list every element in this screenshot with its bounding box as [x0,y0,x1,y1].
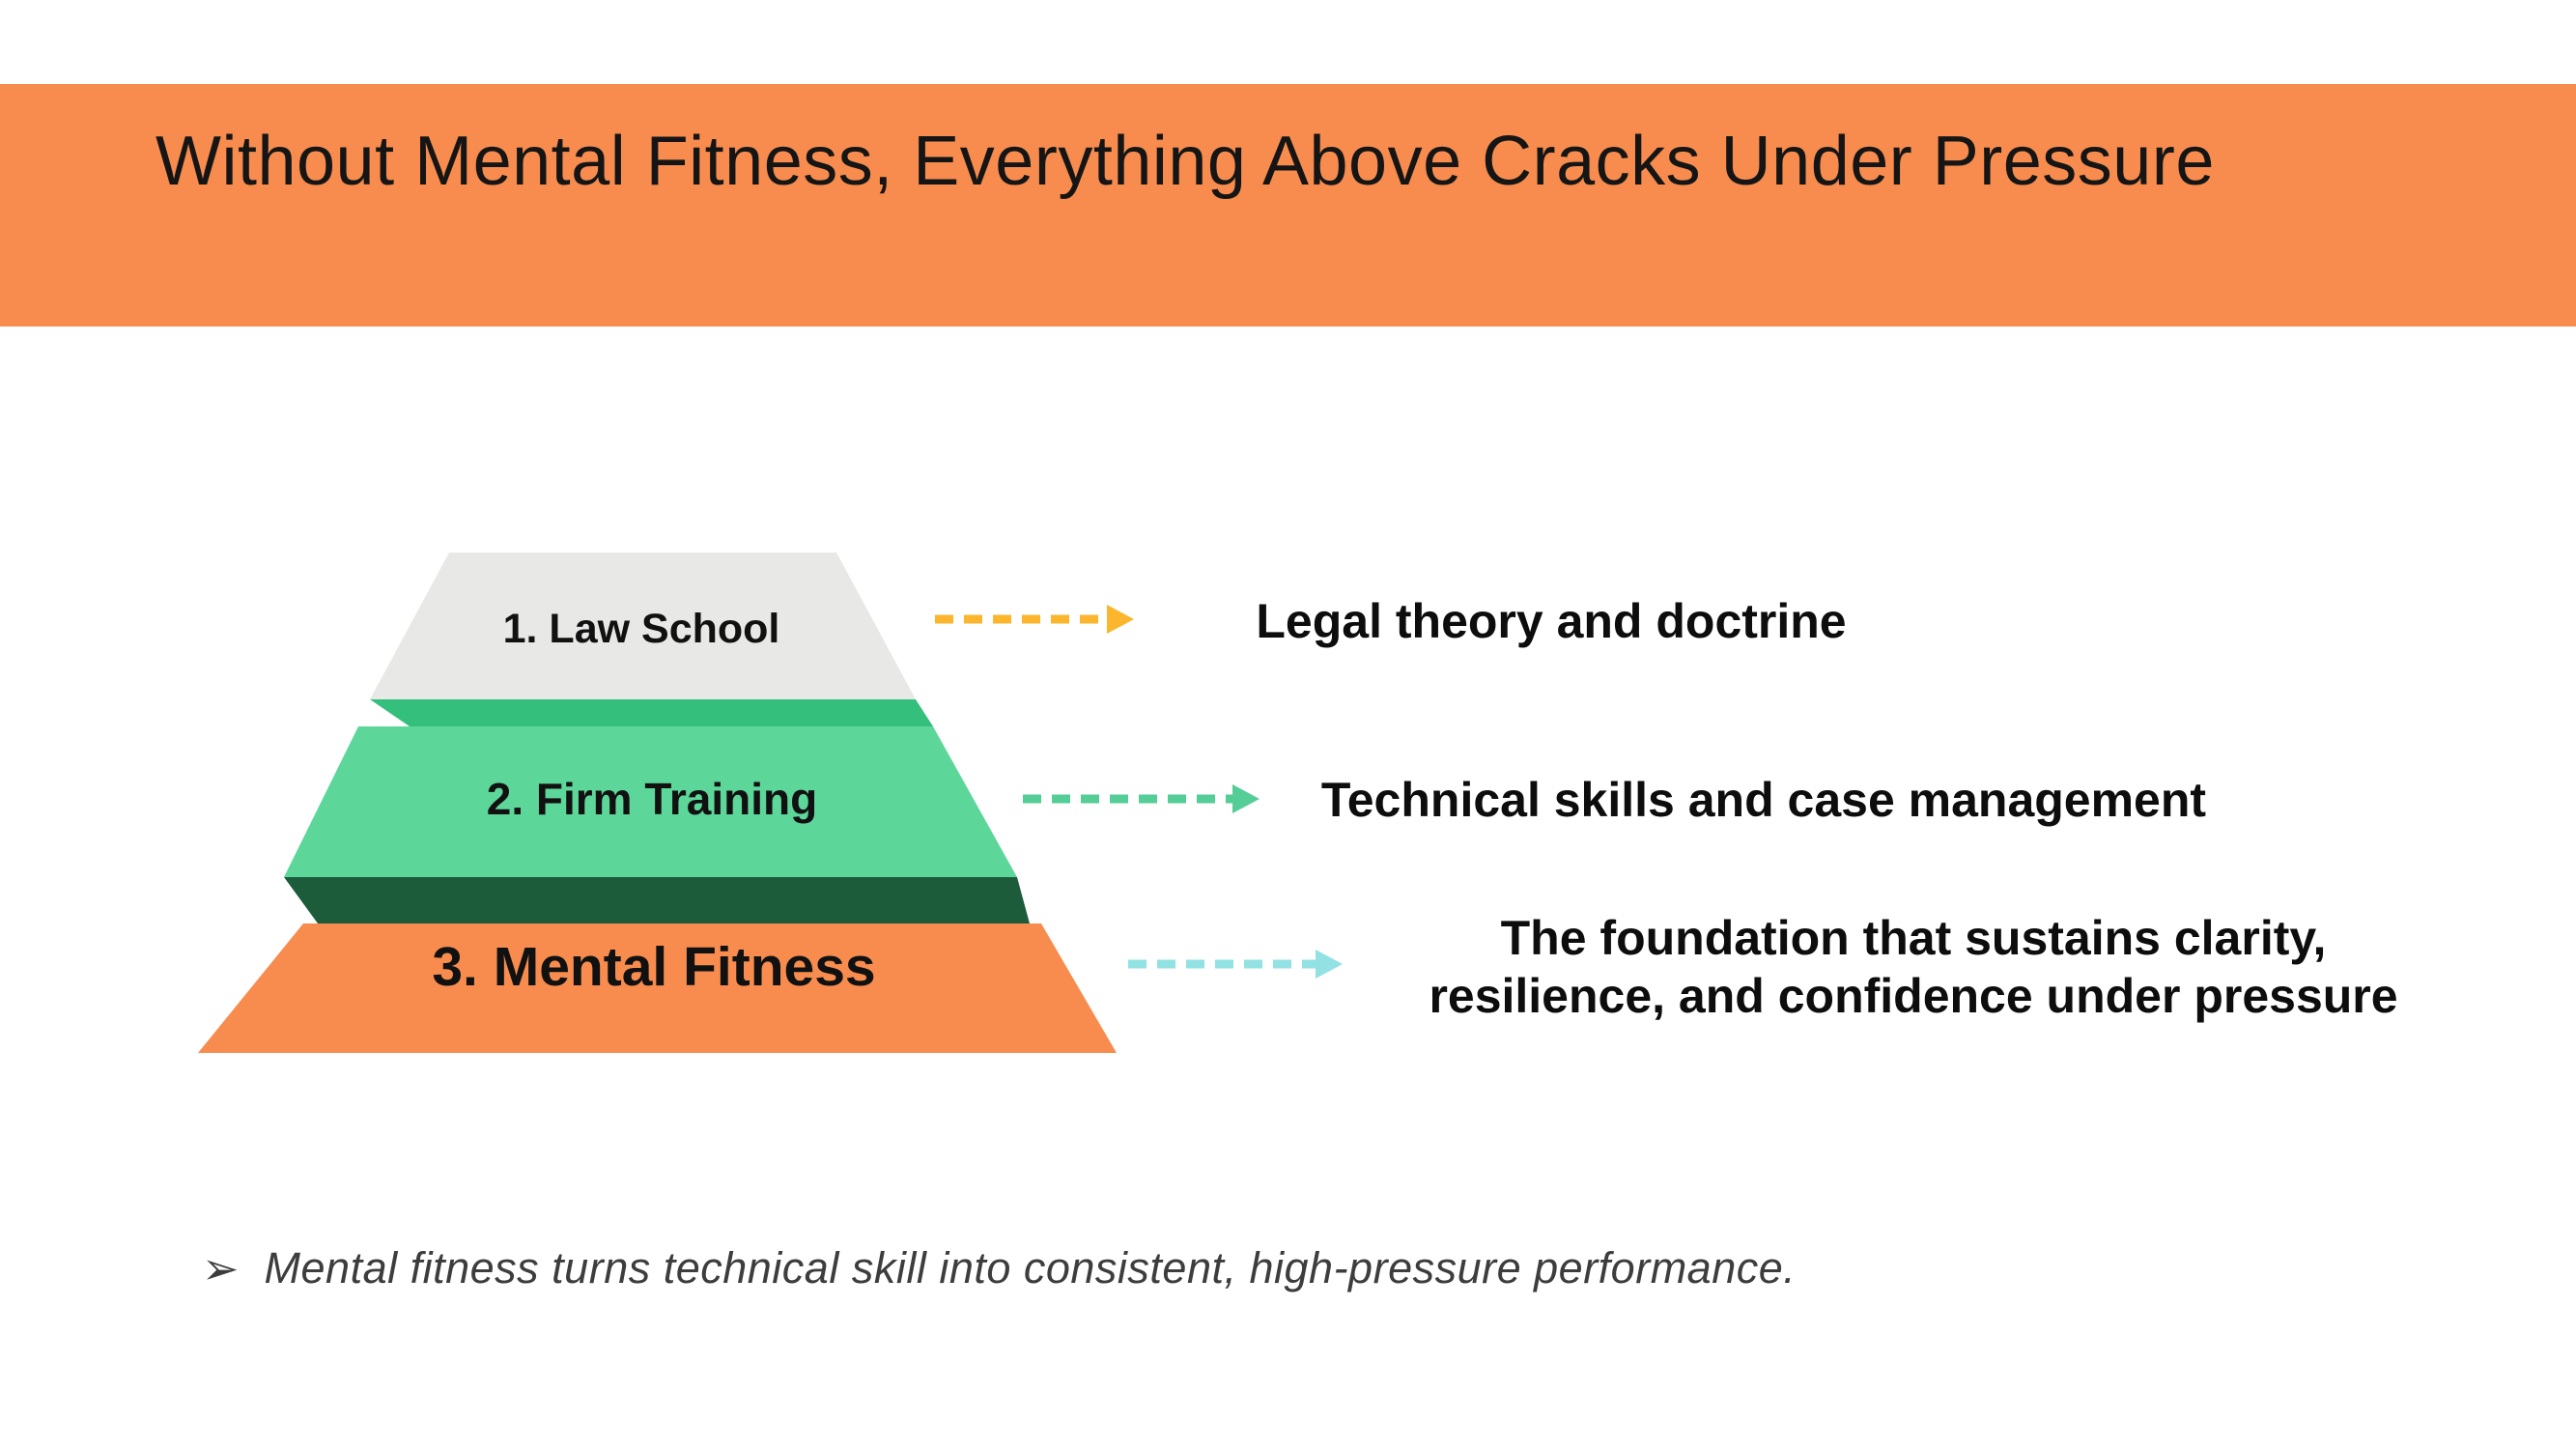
pyramid-level-3-label: 3. Mental Fitness [432,936,876,998]
title-bar: Without Mental Fitness, Everything Above… [0,84,2576,327]
arrow-level-2-head [1232,784,1260,813]
arrowhead-bullet-icon: ➢ [202,1243,240,1293]
pyramid-level-2-underside [370,699,933,726]
footnote-text: Mental fitness turns technical skill int… [264,1243,1797,1293]
pyramid-level-3-shape [198,923,1117,1053]
arrow-level-2 [1023,784,1260,813]
arrow-level-1-head [1107,605,1134,634]
slide-title: Without Mental Fitness, Everything Above… [156,123,2215,200]
level-2-description: Technical skills and case management [1320,773,2207,827]
pyramid-level-2-label: 2. Firm Training [486,774,818,824]
arrow-level-3 [1128,950,1343,979]
pyramid-level-1-label: 1. Law School [502,606,780,652]
level-3-description-line-1: The foundation that sustains clarity, [1500,911,2327,965]
pyramid-level-1-shape [370,553,916,699]
pyramid-level-2-shape [284,726,1017,877]
arrow-level-3-head [1316,950,1343,979]
pyramid-level-3-underside [284,877,1030,923]
arrow-level-1 [935,605,1134,634]
level-3-description-line-2: resilience, and confidence under pressur… [1429,969,2398,1023]
level-1-description: Legal theory and doctrine [1256,594,1847,648]
footnote: ➢ Mental fitness turns technical skill i… [202,1240,1796,1296]
level-3-description: The foundation that sustains clarity, re… [1382,909,2445,1025]
